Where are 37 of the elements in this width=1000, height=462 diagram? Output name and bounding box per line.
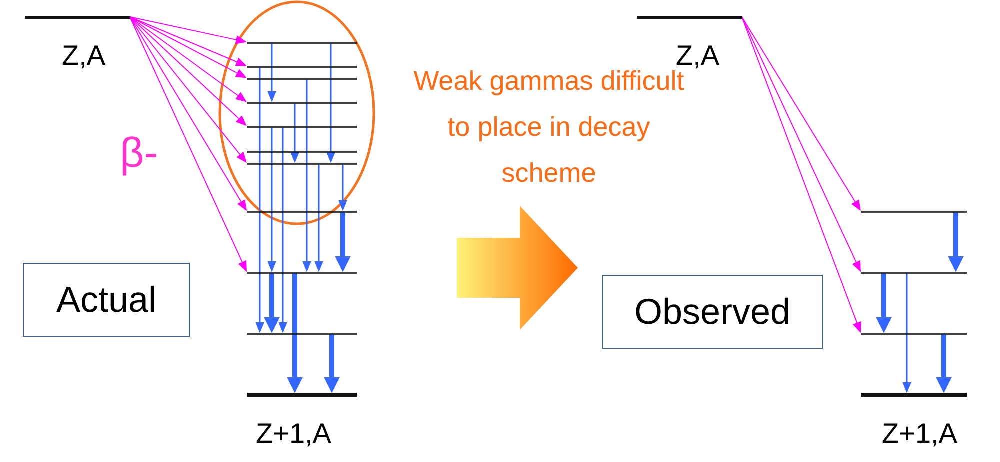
arrow <box>256 68 264 334</box>
arrow <box>902 274 912 394</box>
nucleus-label: Z,A <box>62 42 106 70</box>
arrow <box>264 274 280 334</box>
energy-level <box>637 16 742 18</box>
arrow <box>948 212 964 272</box>
arrow <box>130 16 247 212</box>
arrow <box>326 44 336 164</box>
nucleus-label: Z+1,A <box>882 420 958 448</box>
arrow <box>130 16 247 126</box>
arrow <box>287 274 303 394</box>
arrow <box>324 334 340 394</box>
arrow <box>130 16 247 66</box>
arrow <box>278 128 288 334</box>
arrow <box>268 128 276 272</box>
arrow <box>314 164 324 272</box>
arrow <box>130 16 247 164</box>
arrow <box>876 274 892 334</box>
caption-box: Observed <box>602 275 823 349</box>
arrow <box>742 16 862 334</box>
arrow <box>335 212 351 272</box>
arrow <box>338 164 348 212</box>
energy-level <box>247 393 357 397</box>
arrow <box>130 16 247 272</box>
arrow <box>290 104 300 164</box>
caption-box: Actual <box>23 263 190 337</box>
arrow <box>130 16 247 78</box>
arrow <box>302 80 312 272</box>
energy-level <box>861 393 967 397</box>
arrow <box>742 16 861 272</box>
arrow <box>742 16 861 212</box>
nucleus-label: Z+1,A <box>256 420 332 448</box>
arrow <box>268 44 276 102</box>
energy-level <box>25 16 130 18</box>
arrow <box>130 16 247 44</box>
arrow <box>936 334 952 394</box>
decay-label: β- <box>120 132 160 174</box>
